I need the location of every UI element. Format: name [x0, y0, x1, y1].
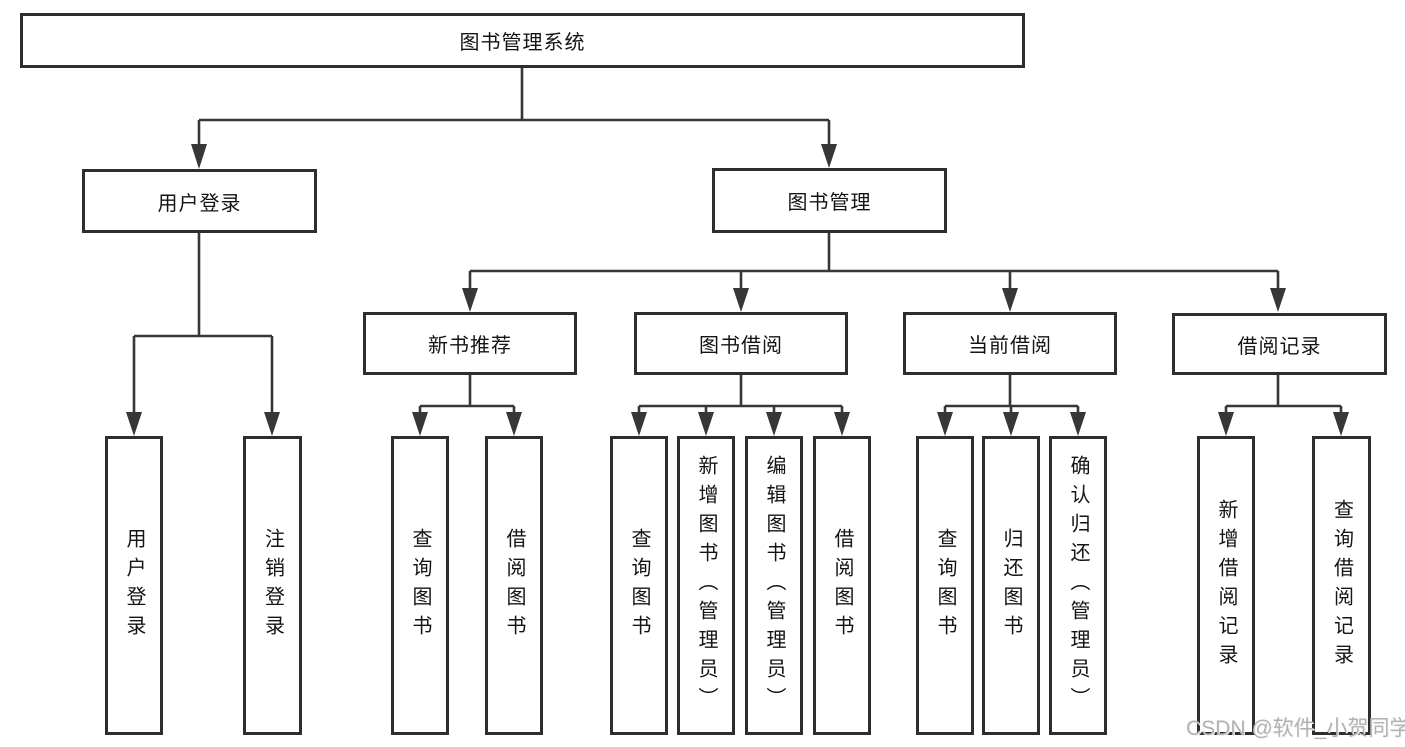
connector-borrow-records-to-leaves: [1224, 375, 1343, 417]
leaf-borrow-books: 借阅图书: [813, 436, 871, 735]
leaf-label: 查询图书: [934, 527, 956, 644]
leaf-label: 借阅图书: [503, 527, 525, 644]
connector-book-mgmt-to-level3: [468, 233, 1280, 293]
leaf-label: 注销登录: [261, 527, 284, 644]
node-borrowing-records: 借阅记录: [1172, 313, 1387, 375]
csdn-watermark: CSDN @软件_小贺同学: [1186, 717, 1405, 740]
leaf-query-books-current: 查询图书: [916, 436, 974, 735]
node-book-borrowing: 图书借阅: [634, 312, 848, 375]
node-new-book-recommend: 新书推荐: [363, 312, 577, 375]
node-user-login: 用户登录: [82, 169, 317, 233]
connector-book-borrow-to-leaves: [637, 375, 844, 417]
leaf-user-login: 用户登录: [105, 436, 163, 735]
node-current-borrowing: 当前借阅: [903, 312, 1117, 375]
leaf-label: 借阅图书: [831, 527, 853, 644]
leaf-label: 查询图书: [409, 527, 431, 644]
leaf-label: 查询图书: [628, 527, 650, 644]
connector-user-login-to-leaves: [132, 233, 274, 417]
leaf-label: 新增借阅记录: [1215, 498, 1237, 673]
connector-root-to-level2: [197, 68, 831, 150]
leaf-add-borrow-record: 新增借阅记录: [1197, 436, 1255, 735]
leaf-label: 新增图书（管理员）: [695, 455, 717, 716]
leaf-label: 确认归还（管理员）: [1067, 455, 1089, 716]
leaf-query-borrow-record: 查询借阅记录: [1312, 436, 1371, 735]
node-book-management: 图书管理: [712, 168, 947, 233]
leaf-label: 用户登录: [123, 527, 145, 644]
leaf-edit-book-admin: 编辑图书（管理员）: [745, 436, 803, 735]
leaf-return-books: 归还图书: [982, 436, 1040, 735]
leaf-add-book-admin: 新增图书（管理员）: [677, 436, 735, 735]
leaf-label: 编辑图书（管理员）: [763, 455, 785, 716]
connector-new-book-to-leaves: [418, 375, 516, 417]
connector-current-borrow-to-leaves: [943, 375, 1080, 417]
leaf-query-books-recommend: 查询图书: [391, 436, 449, 735]
leaf-borrow-books-recommend: 借阅图书: [485, 436, 543, 735]
leaf-query-books-borrow: 查询图书: [610, 436, 668, 735]
leaf-label: 查询借阅记录: [1330, 498, 1353, 673]
leaf-logout: 注销登录: [243, 436, 302, 735]
leaf-label: 归还图书: [1000, 527, 1022, 644]
leaf-confirm-return-admin: 确认归还（管理员）: [1049, 436, 1107, 735]
node-library-system: 图书管理系统: [20, 13, 1025, 68]
